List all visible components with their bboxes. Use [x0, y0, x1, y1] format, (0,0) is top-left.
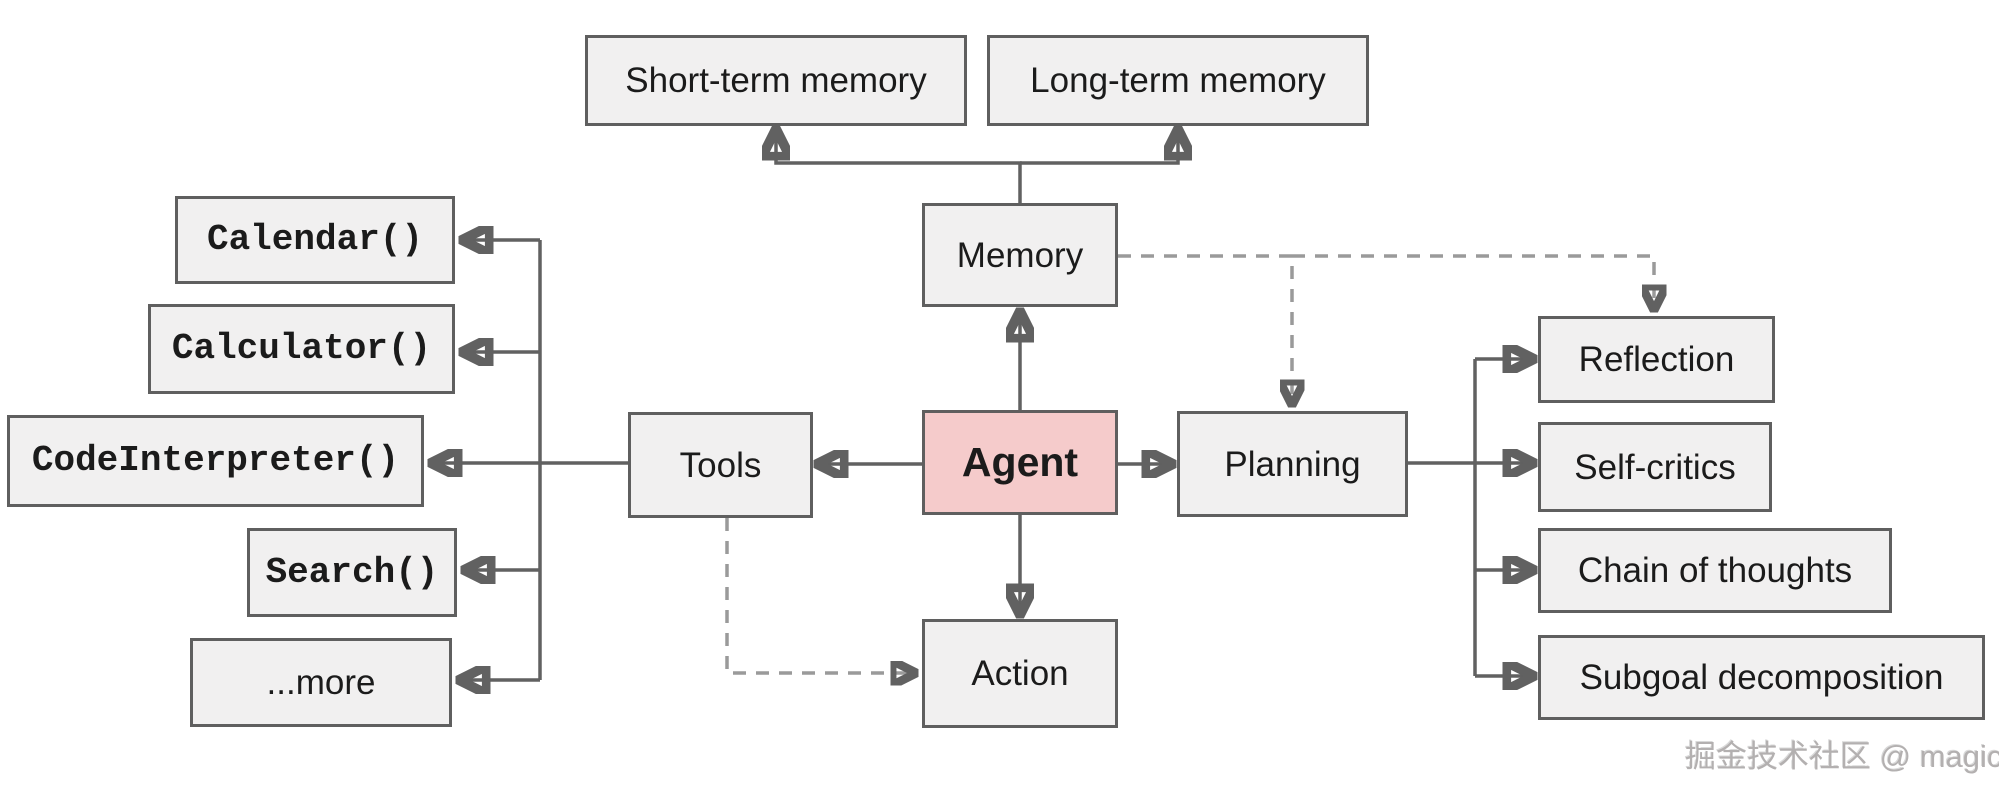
node-planning: Planning [1177, 411, 1408, 517]
node-chain-of-thoughts: Chain of thoughts [1538, 528, 1892, 613]
node-long-term-memory: Long-term memory [987, 35, 1369, 126]
watermark: 掘金技术社区 @ magicwt [1685, 739, 1999, 774]
node-self-critics: Self-critics [1538, 422, 1772, 512]
node-subgoal-decomposition: Subgoal decomposition [1538, 635, 1985, 720]
node-tools: Tools [628, 412, 813, 518]
node-code-interpreter-tool: CodeInterpreter() [7, 415, 424, 507]
node-action: Action [922, 619, 1118, 728]
node-agent: Agent [922, 410, 1118, 515]
node-more-tools: ...more [190, 638, 452, 727]
edge-memory-to-short-term [776, 133, 1022, 203]
node-memory: Memory [922, 203, 1118, 307]
edge-memory-to-reflection-dashed [1292, 254, 1654, 307]
edge-memory-to-long-term [1020, 133, 1178, 165]
node-reflection: Reflection [1538, 316, 1775, 403]
node-search-tool: Search() [247, 528, 457, 617]
edge-memory-to-planning-dashed [1118, 254, 1292, 402]
node-short-term-memory: Short-term memory [585, 35, 967, 126]
node-calendar-tool: Calendar() [175, 196, 455, 284]
edge-tools-to-action-dashed [725, 518, 913, 673]
node-calculator-tool: Calculator() [148, 304, 455, 394]
